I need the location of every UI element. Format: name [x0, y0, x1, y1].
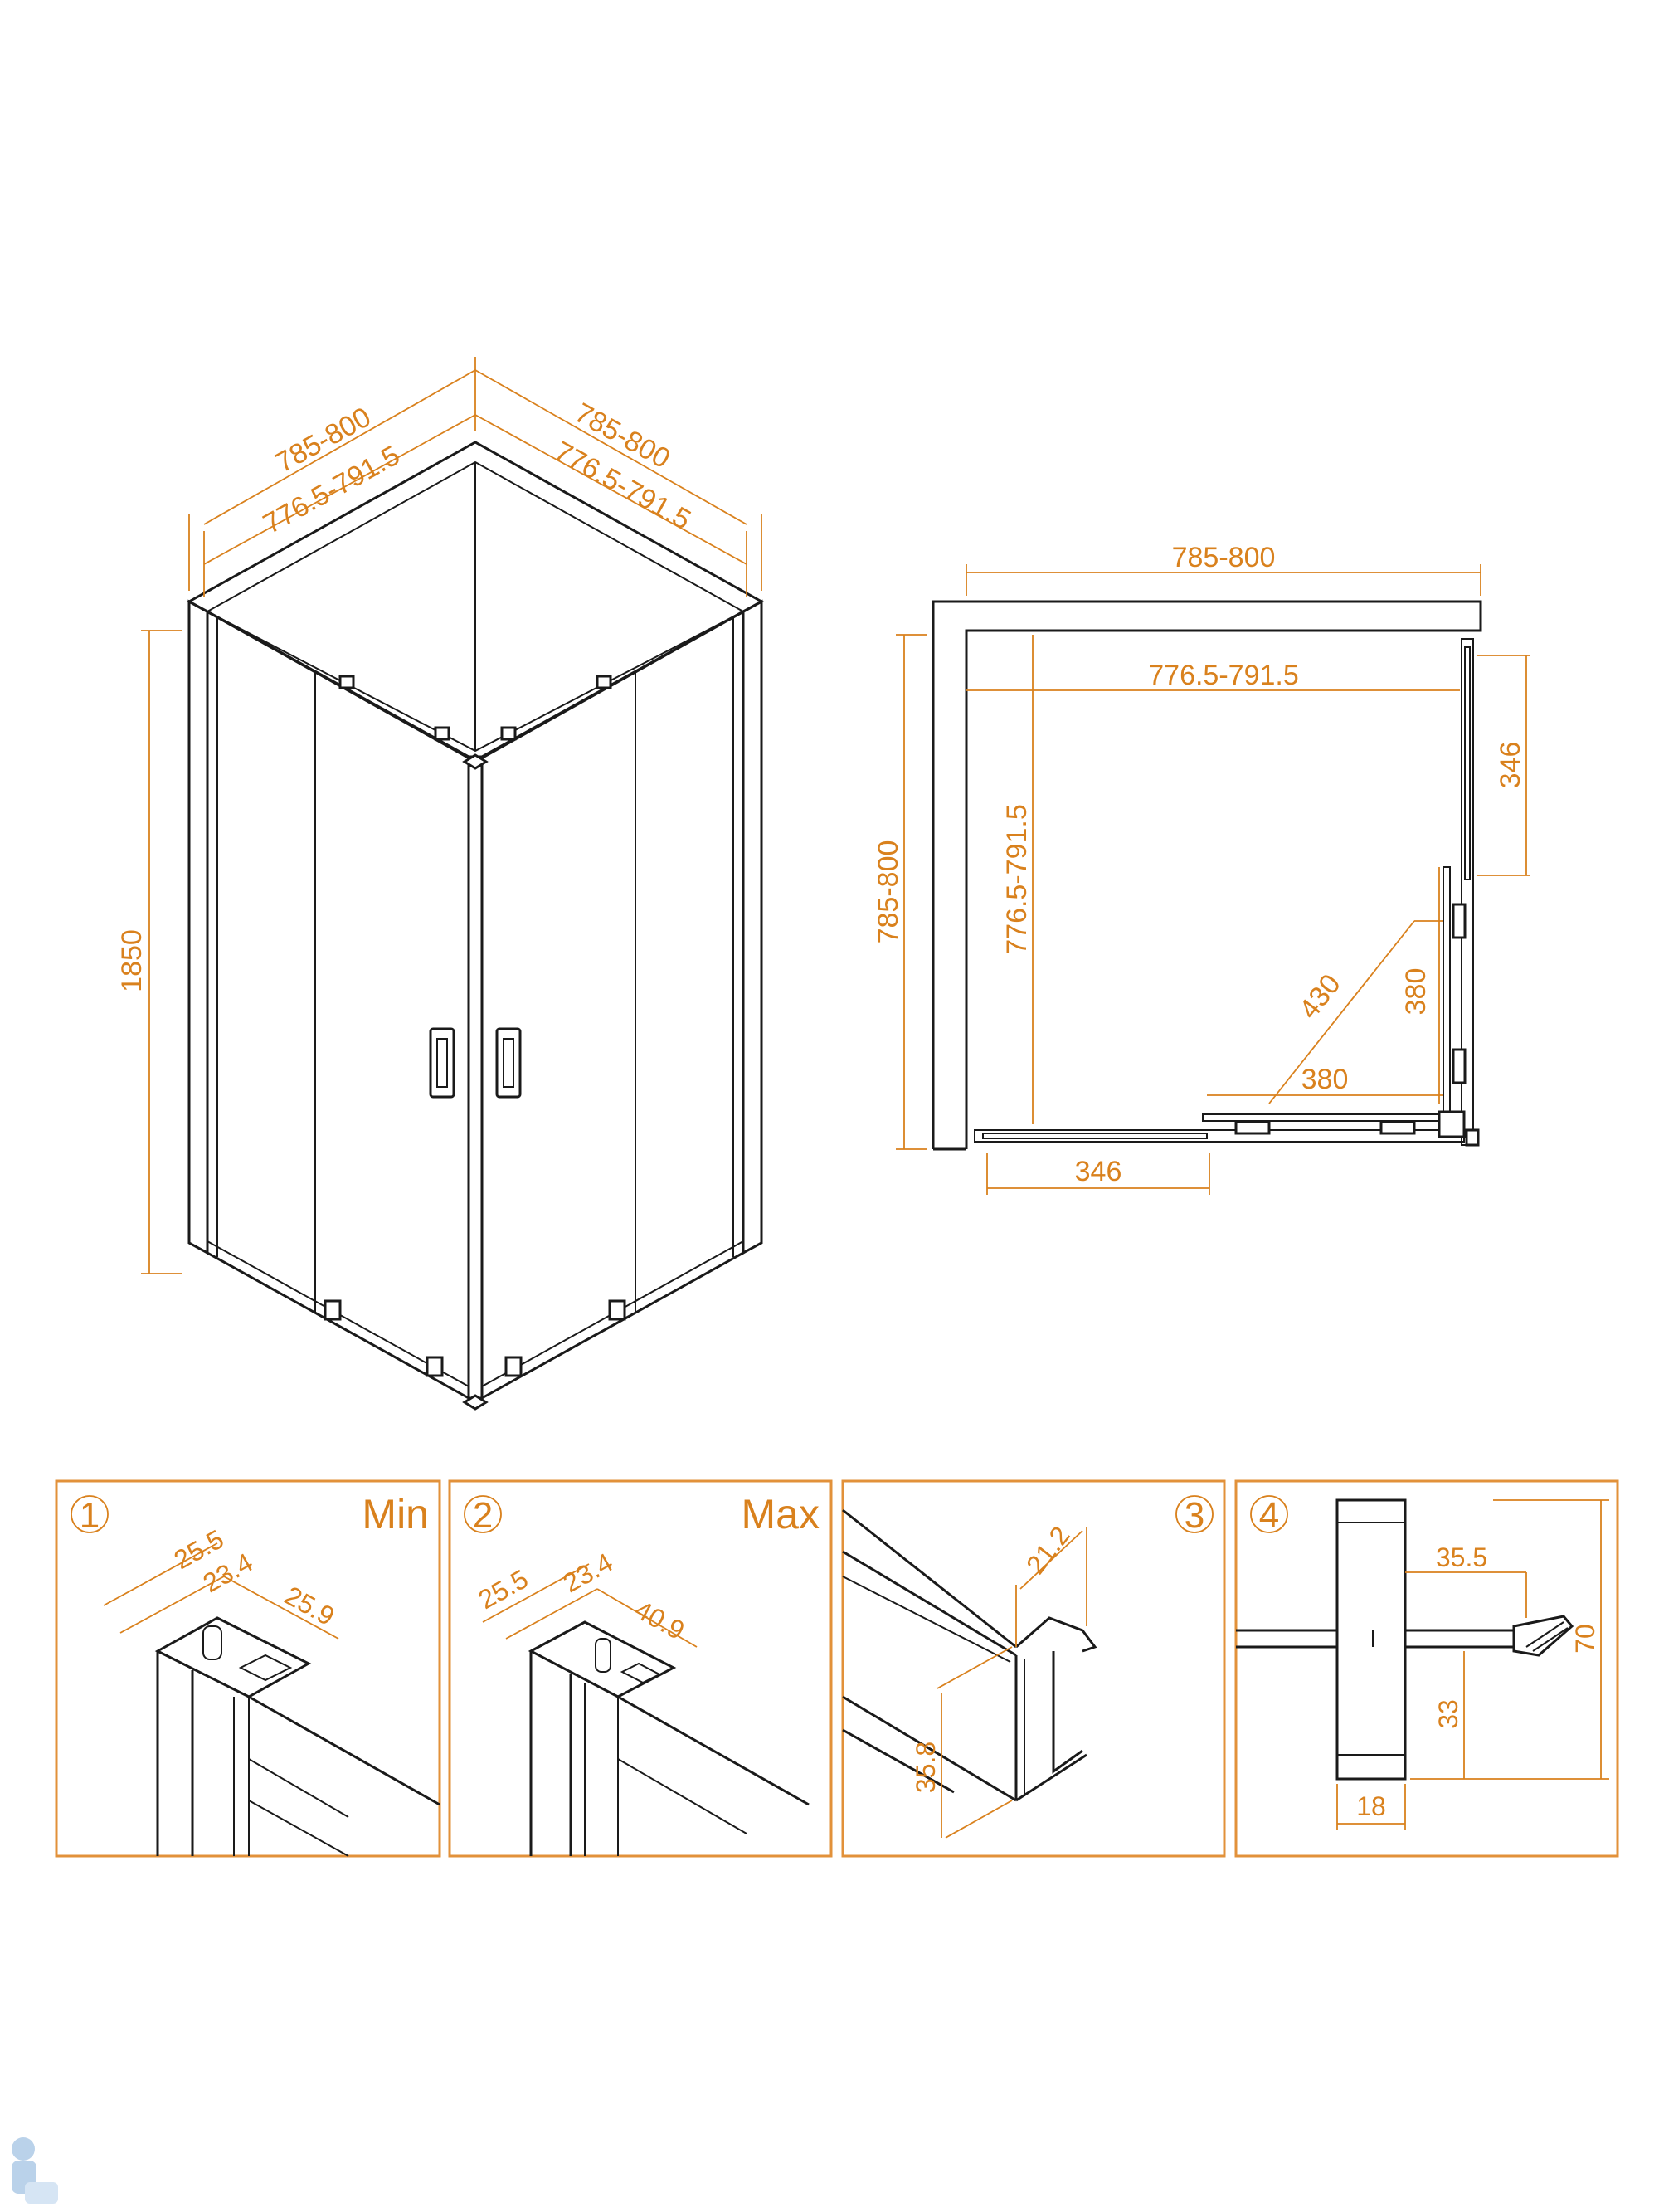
profile-2 — [528, 1620, 810, 1856]
iso-roller-icon — [324, 1299, 342, 1321]
plan-opening-vertical: 380 — [1400, 968, 1432, 1016]
plan-view: 785-800 776.5-791.5 785-800 776.5-791.5 … — [873, 542, 1530, 1195]
detail-frame-3 — [841, 1479, 1226, 1858]
iso-roller-icon — [434, 726, 450, 741]
detail-panel-2: 2 Max 25.5 23.4 40.9 — [448, 1479, 833, 1858]
plan-dimension-lines — [896, 564, 1530, 1195]
iso-left-handle-grip — [436, 1038, 448, 1088]
plan-outer-depth-left: 785-800 — [873, 840, 904, 944]
iso-post-foot — [462, 1394, 489, 1411]
detail-label-1: Min — [362, 1491, 429, 1537]
plan-inner-depth-left: 776.5-791.5 — [1001, 804, 1033, 955]
plan-corner-post — [1438, 1110, 1466, 1138]
detail-4-dim-b: 70 — [1570, 1624, 1600, 1654]
iso-roller-icon — [426, 1356, 444, 1377]
plan-right-fixed-glass — [1464, 646, 1471, 880]
iso-left-post — [187, 599, 209, 1255]
plan-corner-cap — [1465, 1128, 1480, 1147]
detail-3-dim-a: 21.2 — [1020, 1521, 1076, 1580]
detail-number-2: 2 — [473, 1495, 493, 1536]
detail-label-2: Max — [742, 1491, 820, 1537]
profile-4 — [1236, 1498, 1574, 1781]
detail-panel-3: 3 21.2 35.8 — [841, 1479, 1226, 1858]
plan-right-door-glass — [1443, 866, 1451, 1117]
plan-door-bottom: 346 — [1075, 1156, 1122, 1187]
iso-front-post — [467, 755, 484, 1400]
detail-4-dim-c: 33 — [1433, 1699, 1463, 1729]
plan-wall-outline — [932, 600, 1482, 1149]
iso-roller-icon — [338, 675, 355, 689]
profile-1 — [154, 1616, 440, 1857]
profile-3 — [842, 1508, 1097, 1802]
detail-4-dim-a: 35.5 — [1436, 1542, 1487, 1572]
detail-number-badge — [464, 1495, 502, 1533]
detail-2-dim-b: 23.4 — [558, 1547, 618, 1599]
plan-outer-width-top: 785-800 — [1172, 542, 1276, 573]
detail-number-3: 3 — [1185, 1495, 1204, 1536]
detail-4-dim-d: 18 — [1356, 1791, 1386, 1821]
detail-3-dim-b: 35.8 — [911, 1742, 941, 1793]
detail-2-dim-a: 25.5 — [474, 1564, 533, 1615]
iso-roller-icon — [500, 726, 517, 741]
plan-bottom-door-glass — [1202, 1113, 1444, 1122]
iso-roller-icon — [596, 675, 612, 689]
iso-dimension-lines — [141, 357, 762, 1274]
detail-number-badge — [71, 1495, 109, 1533]
plan-bottom-handle-icon — [1379, 1120, 1416, 1135]
iso-roller-icon — [608, 1299, 626, 1321]
detail-frame-2 — [448, 1479, 833, 1858]
iso-height: 1850 — [116, 929, 148, 992]
iso-post-cap — [462, 753, 489, 770]
detail-number-1: 1 — [80, 1495, 100, 1536]
plan-opening-horizontal: 380 — [1301, 1064, 1349, 1095]
detail-number-badge — [1250, 1495, 1288, 1533]
detail-panel-4: 4 35.5 70 33 18 — [1234, 1479, 1619, 1858]
plan-right-handle-icon — [1452, 903, 1467, 939]
plan-right-roller-icon — [1452, 1048, 1467, 1084]
detail-panel-1: 1 Min 25.5 23.4 25.9 — [55, 1479, 441, 1858]
detail-number-badge — [1175, 1495, 1214, 1533]
plan-inner-width-top: 776.5-791.5 — [1148, 660, 1299, 691]
plan-bottom-fixed-glass — [982, 1133, 1208, 1139]
iso-roller-icon — [504, 1356, 523, 1377]
plan-door-right: 346 — [1495, 742, 1526, 789]
detail-number-4: 4 — [1259, 1495, 1279, 1536]
plan-bottom-roller-icon — [1234, 1120, 1271, 1135]
iso-right-handle-grip — [503, 1038, 514, 1088]
iso-right-post — [742, 599, 763, 1255]
detail-frame-4 — [1234, 1479, 1619, 1858]
isometric-view: 785-800 776.5-791.5 785-800 776.5-791.5 … — [116, 357, 765, 1411]
plumber-mascot-icon — [12, 2137, 58, 2204]
